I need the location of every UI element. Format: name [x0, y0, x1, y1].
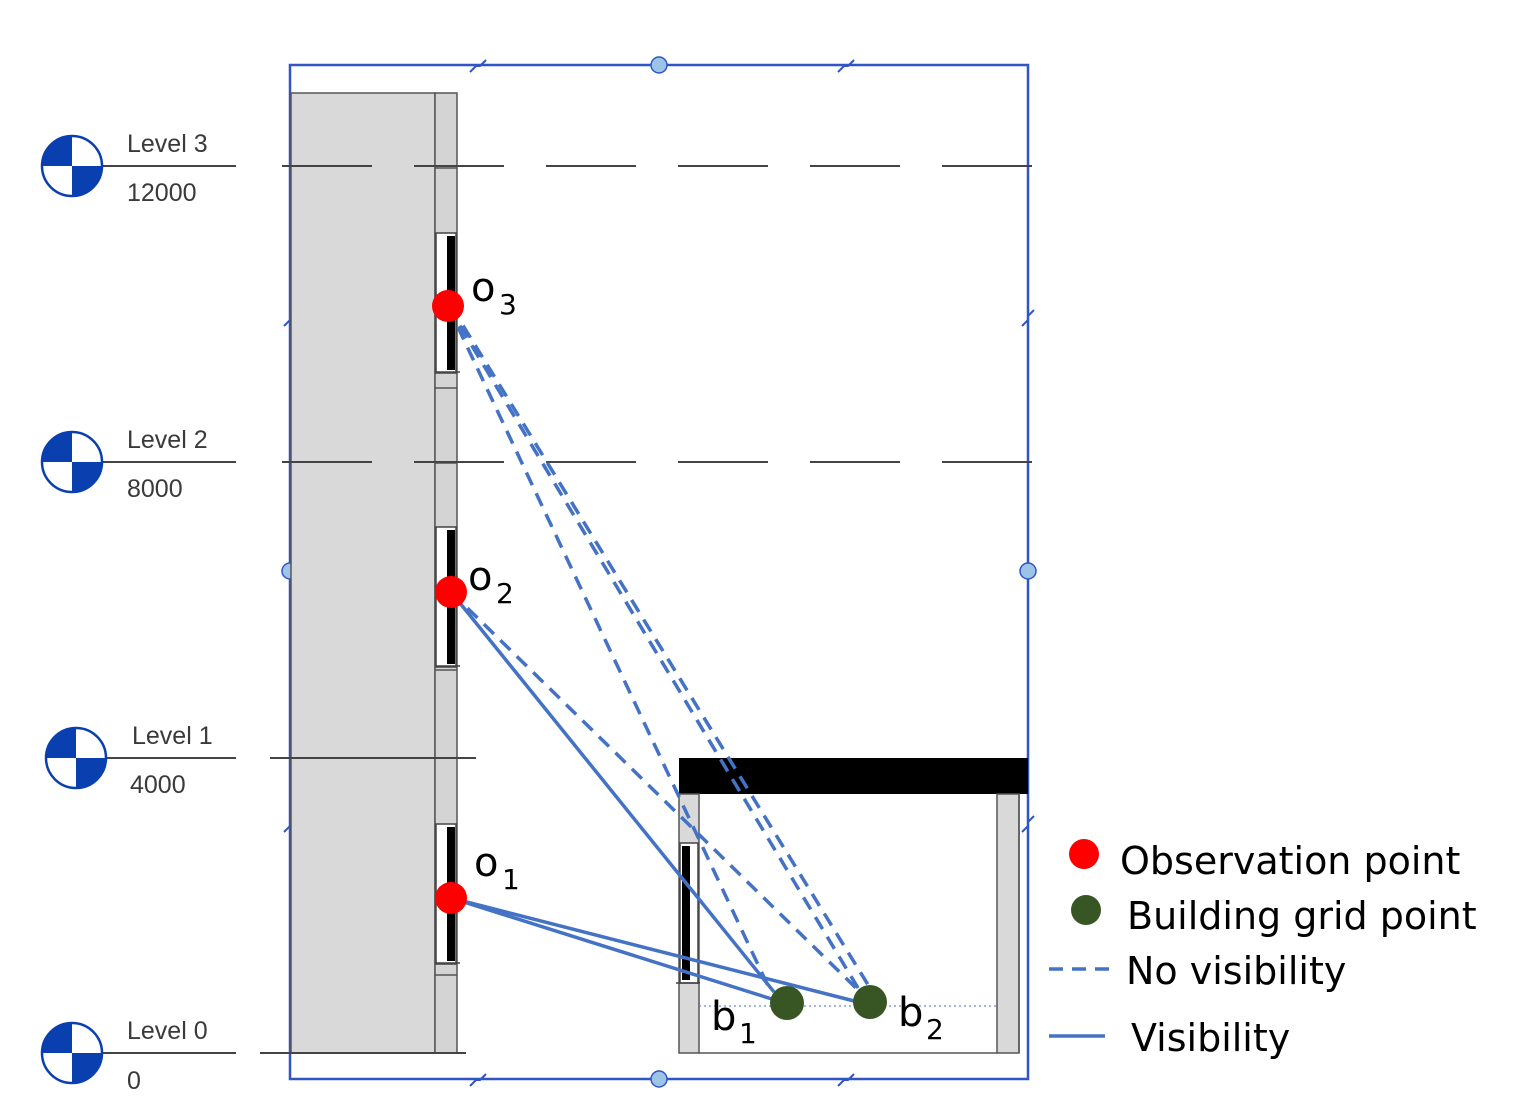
level-lines: [260, 165, 1036, 1054]
level-1-elevation: 4000: [130, 771, 186, 799]
level-3-elevation: 12000: [127, 179, 197, 207]
sightline-o1-b1-visibility: [450, 896, 776, 1002]
right-wall: [996, 793, 1020, 1054]
legend-observation-swatch: [1069, 839, 1099, 869]
sightline-o3-b1-no-visibility: [446, 305, 771, 989]
o2-subscript: 2: [496, 577, 514, 610]
b2-subscript: 2: [926, 1013, 944, 1046]
sight-lines: [446, 305, 872, 1005]
level-0-name: Level 0: [127, 1017, 208, 1045]
grid-point-b2[interactable]: b 2: [853, 985, 944, 1046]
break-mark: [837, 1073, 855, 1087]
sightline-o2-b1-visibility: [449, 590, 776, 994]
level-3-name: Level 3: [127, 130, 208, 158]
legend-visibility-label: Visibility: [1131, 1016, 1290, 1060]
grid-point-b1[interactable]: b 1: [711, 986, 804, 1050]
level-2-name: Level 2: [127, 426, 208, 454]
building-mass: [290, 92, 436, 1054]
observation-point-o2[interactable]: o 2: [435, 554, 514, 610]
sightline-o1-b2-visibility: [450, 896, 863, 1005]
crop-grip-right[interactable]: [1019, 562, 1037, 580]
crop-region: [281, 56, 1037, 1088]
crop-grip-bottom[interactable]: [650, 1070, 668, 1088]
level-1-name: Level 1: [132, 722, 213, 750]
legend-grid-swatch: [1071, 895, 1101, 925]
b1-subscript: 1: [739, 1017, 757, 1050]
legend: Observation point Building grid point No…: [1049, 839, 1477, 1060]
tall-building: [290, 92, 460, 1054]
observation-point-o3[interactable]: o 3: [432, 265, 517, 322]
sightline-o3-b2-no-visibility: [446, 305, 860, 989]
level-marker-0[interactable]: Level 0 0: [40, 1017, 236, 1095]
break-mark: [1021, 815, 1035, 833]
o3-label: o: [471, 265, 495, 311]
legend-grid-label: Building grid point: [1127, 894, 1477, 938]
b1-label: b: [711, 994, 736, 1040]
break-mark: [837, 59, 855, 73]
o1-label: o: [474, 840, 498, 886]
break-mark: [469, 59, 487, 73]
level-marker-3[interactable]: Level 3 12000: [40, 130, 236, 207]
small-building: [676, 758, 1028, 1054]
level-marker-2[interactable]: Level 2 8000: [40, 426, 236, 503]
o1-subscript: 1: [502, 863, 520, 896]
level-2-elevation: 8000: [127, 475, 183, 503]
o3-subscript: 3: [499, 288, 517, 321]
observation-point-o1[interactable]: o 1: [435, 840, 520, 914]
sightline-o3-b2b-no-visibility: [449, 305, 872, 989]
small-building-window: [676, 842, 700, 984]
sightline-o2-b2-no-visibility: [449, 590, 860, 992]
level-0-elevation: 0: [127, 1067, 141, 1095]
crop-grip-top[interactable]: [650, 56, 668, 74]
b2-label: b: [898, 990, 923, 1036]
level-marker-1[interactable]: Level 1 4000: [44, 722, 236, 799]
break-mark: [1021, 309, 1035, 327]
legend-no-visibility-label: No visibility: [1126, 949, 1346, 993]
legend-observation-label: Observation point: [1120, 839, 1460, 883]
o2-label: o: [468, 554, 492, 600]
break-mark: [469, 1073, 487, 1087]
